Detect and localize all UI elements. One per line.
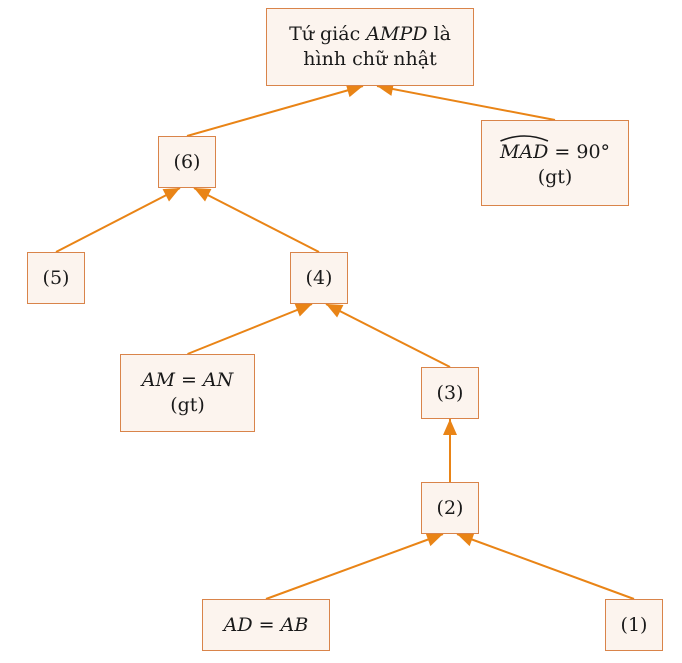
- hat-arc-icon: [500, 134, 548, 142]
- edge-n1-to-n2: [456, 533, 635, 600]
- am-an-node: AM = AN (gt): [120, 354, 255, 432]
- angle-mad-node: MAD = 90° (gt): [481, 120, 629, 206]
- ad-ab-eq: =: [252, 613, 281, 636]
- arrowhead-n4-to-n6: [194, 188, 212, 202]
- node-3-label: (3): [436, 381, 464, 404]
- am-an-line: AM = AN: [142, 368, 234, 393]
- node-4: (4): [290, 252, 348, 304]
- am-an-note: (gt): [170, 394, 205, 416]
- node-2-label: (2): [436, 496, 464, 519]
- am-an-lhs: AM: [141, 369, 175, 392]
- edge-n4-to-n6: [193, 187, 320, 253]
- node-6-label: (6): [173, 150, 201, 173]
- node-5-label: (5): [42, 266, 70, 289]
- arrowhead-n1-to-n2: [457, 532, 475, 547]
- angle-mad-note: (gt): [537, 166, 573, 188]
- ad-ab-rhs: AB: [280, 613, 309, 636]
- arrowhead-n2-to-n3: [443, 419, 457, 435]
- angle-mad-line: MAD = 90°: [500, 136, 610, 165]
- edge-n6-to-root: [186, 85, 364, 137]
- node-3: (3): [421, 367, 479, 419]
- root-math: AMPD: [366, 23, 428, 46]
- edge-n3-to-n4: [325, 303, 451, 368]
- root-prefix: Tứ giác: [289, 23, 367, 46]
- root-node: Tứ giác AMPD là hình chữ nhật: [266, 8, 474, 86]
- node-1: (1): [605, 599, 663, 651]
- ad-ab-line: AD = AB: [224, 613, 309, 638]
- edge-am_an-to-n4: [187, 303, 313, 355]
- arrowhead-n6-to-root: [345, 83, 363, 98]
- node-1-label: (1): [620, 613, 648, 636]
- node-2: (2): [421, 482, 479, 534]
- angle-mad-text: MAD: [499, 141, 549, 164]
- angle-mad-value: = 90°: [548, 141, 611, 164]
- edge-mad-to-root: [376, 85, 556, 121]
- edge-ad_ab-to-n2: [265, 533, 444, 600]
- arrowhead-am_an-to-n4: [294, 303, 312, 317]
- am-an-rhs: AN: [202, 369, 234, 392]
- ad-ab-lhs: AD: [223, 613, 253, 636]
- edge-n5-to-n6: [55, 187, 181, 253]
- root-suffix: là: [427, 23, 451, 46]
- arrowhead-n5-to-n6: [162, 188, 180, 202]
- node-4-label: (4): [305, 266, 333, 289]
- arrowhead-ad_ab-to-n2: [425, 532, 443, 547]
- root-line1: Tứ giác AMPD là: [289, 22, 451, 47]
- arrowhead-n3-to-n4: [326, 304, 344, 318]
- angle-hat: MAD: [500, 136, 548, 165]
- ad-ab-node: AD = AB: [202, 599, 330, 651]
- root-line2: hình chữ nhật: [303, 48, 437, 70]
- node-6: (6): [158, 136, 216, 188]
- am-an-eq: =: [174, 369, 203, 392]
- node-5: (5): [27, 252, 85, 304]
